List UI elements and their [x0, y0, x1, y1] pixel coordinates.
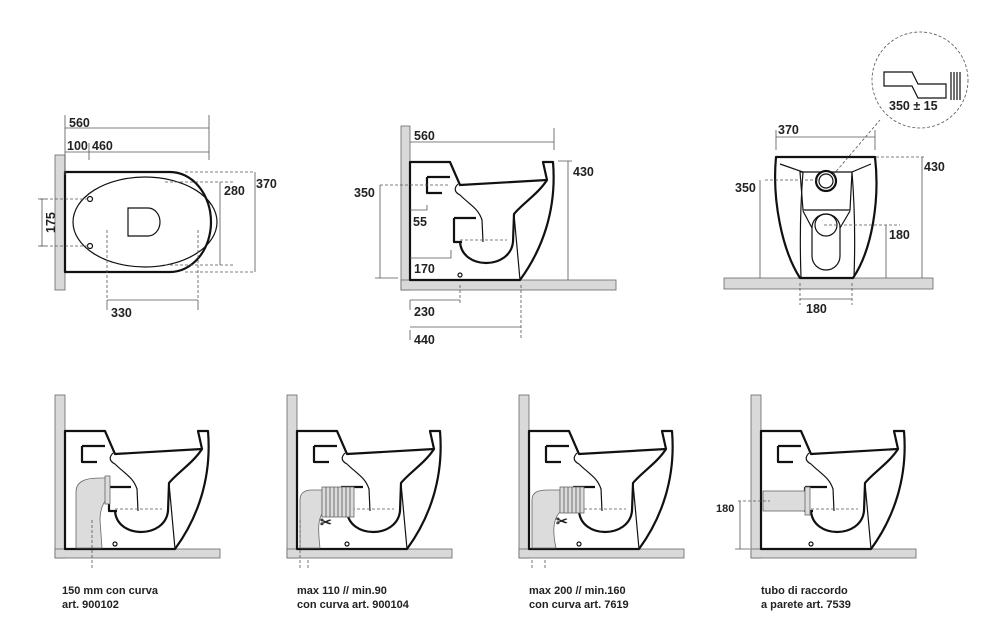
dim-side-floor-fix: 230: [414, 305, 435, 319]
installation-1: 150 mm con curva art. 900102: [54, 394, 221, 611]
caption-line1: tubo di raccordo: [761, 585, 848, 597]
dim-front-base-width: 180: [806, 302, 827, 316]
dim-plan-width: 370: [256, 177, 277, 191]
dim-side-length: 560: [414, 129, 435, 143]
dim-plan-back: 100: [67, 139, 88, 153]
dim-front-inlet-height: 350: [735, 181, 756, 195]
seat-outline: [72, 176, 218, 268]
wall: [286, 394, 298, 559]
dim-plan-holes: 175: [44, 212, 58, 233]
dim-side-footprint: 440: [414, 333, 435, 347]
dim-plan-front: 460: [92, 139, 113, 153]
caption-line1: max 200 // min.160: [529, 585, 626, 597]
floor: [286, 548, 453, 559]
dim-front-height: 430: [924, 160, 945, 174]
dim-front-outlet-height: 180: [889, 228, 910, 242]
floor: [54, 548, 221, 559]
fitting-collar: [104, 475, 111, 505]
scissors-icon: ✂: [556, 513, 568, 529]
bowl-opening: [127, 207, 161, 237]
installation-3: ✂ max 200 // min.160 con curva art. 7619: [518, 394, 685, 611]
wall: [518, 394, 530, 559]
front-view: 370 430 350 180 180 350 ± 15: [723, 31, 969, 316]
dim-side-inlet-depth: 55: [413, 215, 427, 229]
scissors-icon: ✂: [320, 514, 332, 530]
dim-tube-height: 180: [716, 503, 734, 515]
floor: [518, 548, 685, 559]
elbow-fitting: [299, 489, 323, 549]
inset-tolerance-label: 350 ± 15: [889, 99, 938, 113]
side-view: 560 430 350 55 170 230 440: [354, 125, 617, 347]
toilet-outline: [63, 170, 213, 274]
wall: [750, 394, 762, 559]
caption-line2: a parete art. 7539: [761, 599, 851, 611]
tube-collar: [804, 486, 811, 516]
toilet-side: [759, 429, 906, 551]
connection-pipe-detail: [883, 71, 947, 99]
floor: [750, 548, 917, 559]
dim-plan-seat-width: 280: [224, 184, 245, 198]
dim-front-width: 370: [778, 123, 799, 137]
detail-callout: [871, 31, 969, 129]
dim-plan-seat-length: 330: [111, 306, 132, 320]
caption-line2: art. 900102: [62, 599, 119, 611]
caption-line2: con curva art. 7619: [529, 599, 629, 611]
plan-view: 560 100 460 280 370 175 330: [38, 115, 277, 320]
caption-line2: con curva art. 900104: [297, 599, 410, 611]
caption-line1: max 110 // min.90: [297, 585, 387, 597]
dim-plan-length: 560: [69, 116, 90, 130]
dim-side-outlet-depth: 170: [414, 262, 435, 276]
wall: [54, 394, 66, 559]
wall: [400, 125, 411, 291]
installation-4: 180 tubo di raccordo a parete art. 7539: [716, 394, 917, 611]
caption-line1: 150 mm con curva: [62, 585, 159, 597]
floor: [400, 279, 617, 291]
installation-2: ✂ max 110 // min.90 con curva art. 90010…: [286, 394, 453, 611]
floor: [723, 277, 934, 290]
dim-side-inlet-height: 350: [354, 186, 375, 200]
dim-side-height: 430: [573, 165, 594, 179]
